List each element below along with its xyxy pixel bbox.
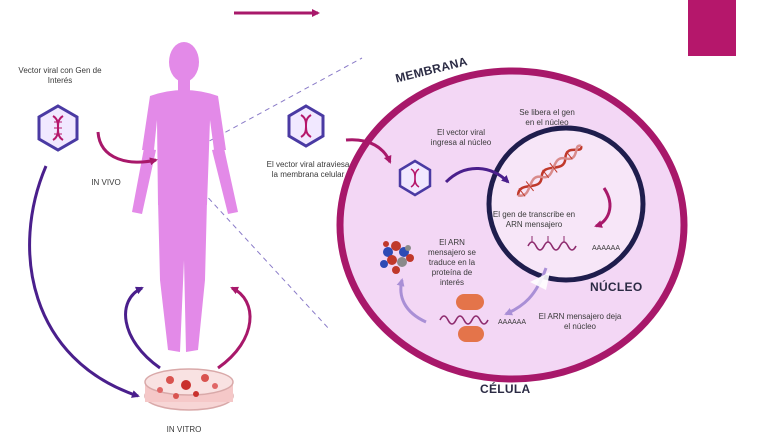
dna-helix-icon xyxy=(516,144,583,197)
transcription-arrow xyxy=(594,187,612,228)
in-vivo-arrow xyxy=(96,131,158,166)
mrna-strand-cytoplasm xyxy=(439,315,489,325)
protein-molecule-icon xyxy=(380,241,414,274)
viral-vector-inside-icon xyxy=(398,159,432,197)
petri-dish-icon xyxy=(144,368,234,411)
viral-vector-outside-icon xyxy=(287,104,325,148)
zoom-line-top xyxy=(177,57,363,159)
vector-viral-label: Vector viral con Gen de Interés xyxy=(18,66,102,85)
mrna-strand-nucleus xyxy=(527,241,577,251)
celula-title: CÉLULA xyxy=(480,382,531,396)
loop-arrow-right xyxy=(217,286,252,370)
ribosome-icon xyxy=(456,294,484,342)
human-body-silhouette xyxy=(132,42,238,352)
enter-cell-arrow xyxy=(345,138,392,164)
transcribe-label: El gen de transcribe en ARN mensajero xyxy=(492,210,576,229)
accent-corner-block xyxy=(688,0,736,56)
deja-label: El ARN mensajero deja el núcleo xyxy=(538,312,622,331)
nucleus xyxy=(486,125,646,283)
nuclear-pore xyxy=(530,272,550,290)
libera-label: Se libera el gen en el núcleo xyxy=(519,108,575,127)
in-vitro-arrow xyxy=(28,165,140,398)
enter-nucleus-arrow xyxy=(444,167,510,184)
loop-arrow-left xyxy=(124,286,161,370)
nucleo-title: NÚCLEO xyxy=(590,280,643,294)
in-vivo-label: IN VIVO xyxy=(91,178,121,187)
traduce-label: El ARN mensajero se traduce en la proteí… xyxy=(427,238,477,287)
exit-nucleus-arrow xyxy=(504,267,548,316)
viral-vector-capsid-icon xyxy=(37,104,79,152)
translation-arrow xyxy=(396,278,427,324)
polya-tail-nucleus: AAAAAA xyxy=(591,245,620,252)
atraviesa-label: El vector viral atraviesa la membrana ce… xyxy=(266,160,350,179)
in-vitro-label: IN VITRO xyxy=(166,425,202,434)
ingresa-label: El vector viral ingresa al núcleo xyxy=(430,128,492,147)
polya-tail-cytoplasm: AAAAAA xyxy=(497,319,526,326)
